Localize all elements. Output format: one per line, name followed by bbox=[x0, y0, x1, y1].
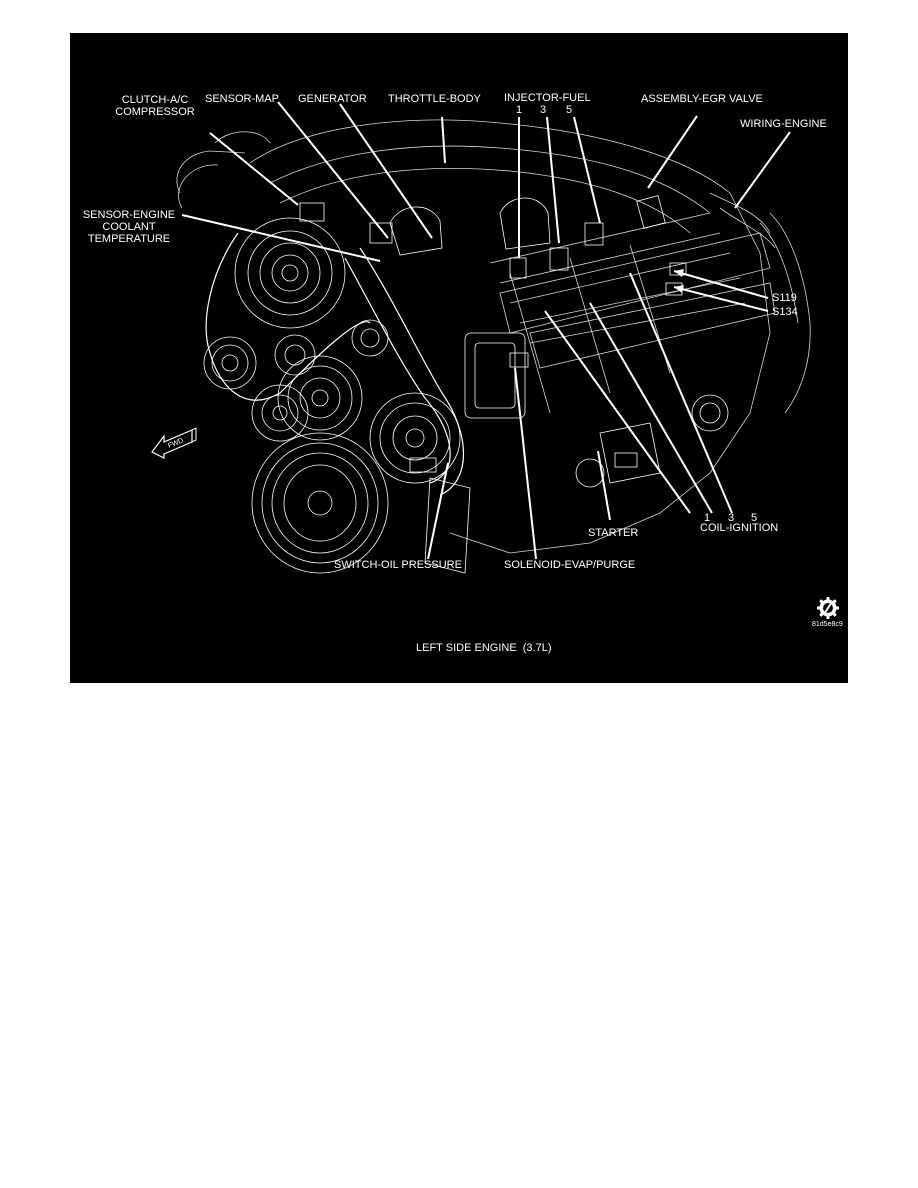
engine-components bbox=[299, 195, 687, 574]
label-throttle-body: THROTTLE-BODY bbox=[388, 93, 481, 105]
label-starter: STARTER bbox=[588, 527, 639, 539]
label-s134: S134 bbox=[772, 306, 798, 318]
label-s119: S119 bbox=[772, 292, 797, 304]
coil-num-5: 5 bbox=[751, 512, 758, 524]
image-code: 81d5e8c9 bbox=[812, 621, 843, 628]
label-sensor-engine-coolant-temperature: SENSOR-ENGINE COOLANT TEMPERATURE bbox=[82, 209, 176, 245]
injector-num-1: 1 bbox=[516, 104, 523, 116]
injector-num-5: 5 bbox=[566, 104, 573, 116]
label-wiring-engine: WIRING-ENGINE bbox=[740, 118, 827, 130]
label-sensor-map: SENSOR-MAP bbox=[205, 93, 279, 105]
pulleys bbox=[203, 217, 729, 574]
engine-diagram-panel: FWD CLUTC bbox=[70, 33, 848, 683]
label-solenoid-evap-purge: SOLENOID-EVAP/PURGE bbox=[504, 559, 636, 571]
engine-outline bbox=[176, 119, 811, 554]
figure-caption: LEFT SIDE ENGINE (3.7L) bbox=[416, 642, 552, 654]
leader-lines bbox=[181, 101, 791, 560]
label-assembly-egr-valve: ASSEMBLY-EGR VALVE bbox=[641, 93, 763, 105]
label-switch-oil-pressure: SWITCH-OIL PRESSURE bbox=[334, 559, 462, 571]
injector-num-3: 3 bbox=[540, 104, 547, 116]
coil-num-1: 1 bbox=[704, 512, 711, 524]
label-injector-fuel: INJECTOR-FUEL bbox=[504, 92, 591, 104]
label-coil-ignition: COIL-IGNITION bbox=[700, 522, 779, 534]
engine-line-art: FWD bbox=[151, 101, 811, 574]
arrowheads bbox=[674, 269, 684, 293]
label-generator: GENERATOR bbox=[298, 93, 367, 105]
gear-slash-icon bbox=[817, 597, 839, 619]
coil-num-3: 3 bbox=[728, 512, 735, 524]
fwd-arrow-icon: FWD bbox=[151, 427, 197, 459]
label-clutch-ac-compressor: CLUTCH-A/C COMPRESSOR bbox=[115, 94, 195, 118]
